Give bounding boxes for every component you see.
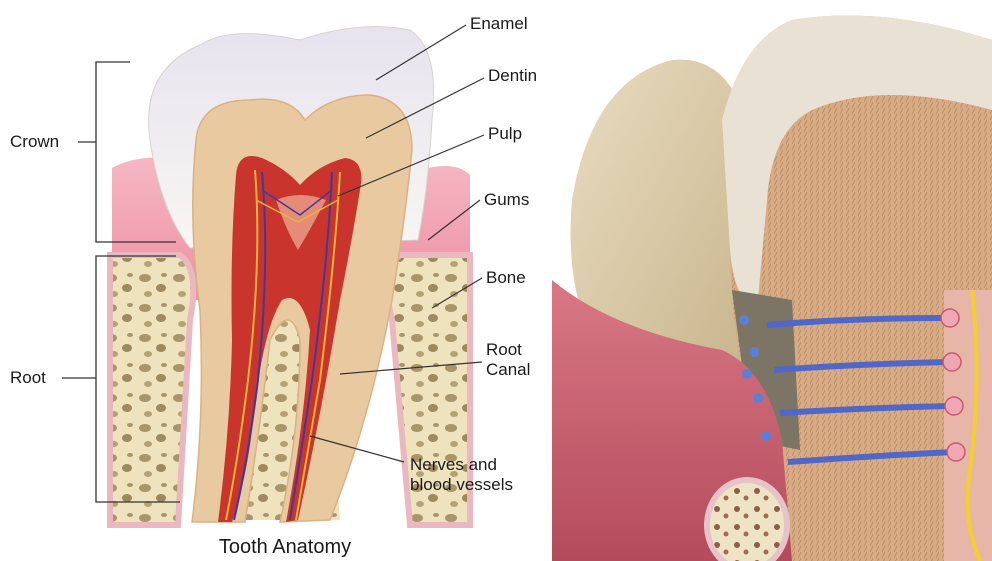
label-pulp: Pulp [488, 124, 522, 144]
label-crown: Crown [10, 132, 59, 152]
label-dentin: Dentin [488, 66, 537, 86]
label-bone: Bone [486, 268, 526, 288]
alveolar-bone [707, 480, 787, 561]
label-root-canal-1: Root [486, 340, 522, 360]
label-root: Root [10, 368, 46, 388]
label-enamel: Enamel [470, 14, 528, 34]
periodontal-closeup-illustration [552, 0, 992, 561]
bone-shape [110, 255, 193, 525]
tooth-anatomy-diagram: Enamel Dentin Pulp Gums Bone Root Canal … [0, 0, 552, 561]
closeup-svg [552, 0, 992, 561]
label-nerves-1: Nerves and [410, 455, 497, 475]
label-nerves-2: blood vessels [410, 475, 513, 495]
label-root-canal-2: Canal [486, 360, 530, 380]
diagram-caption: Tooth Anatomy [150, 536, 420, 559]
label-gums: Gums [484, 190, 529, 210]
